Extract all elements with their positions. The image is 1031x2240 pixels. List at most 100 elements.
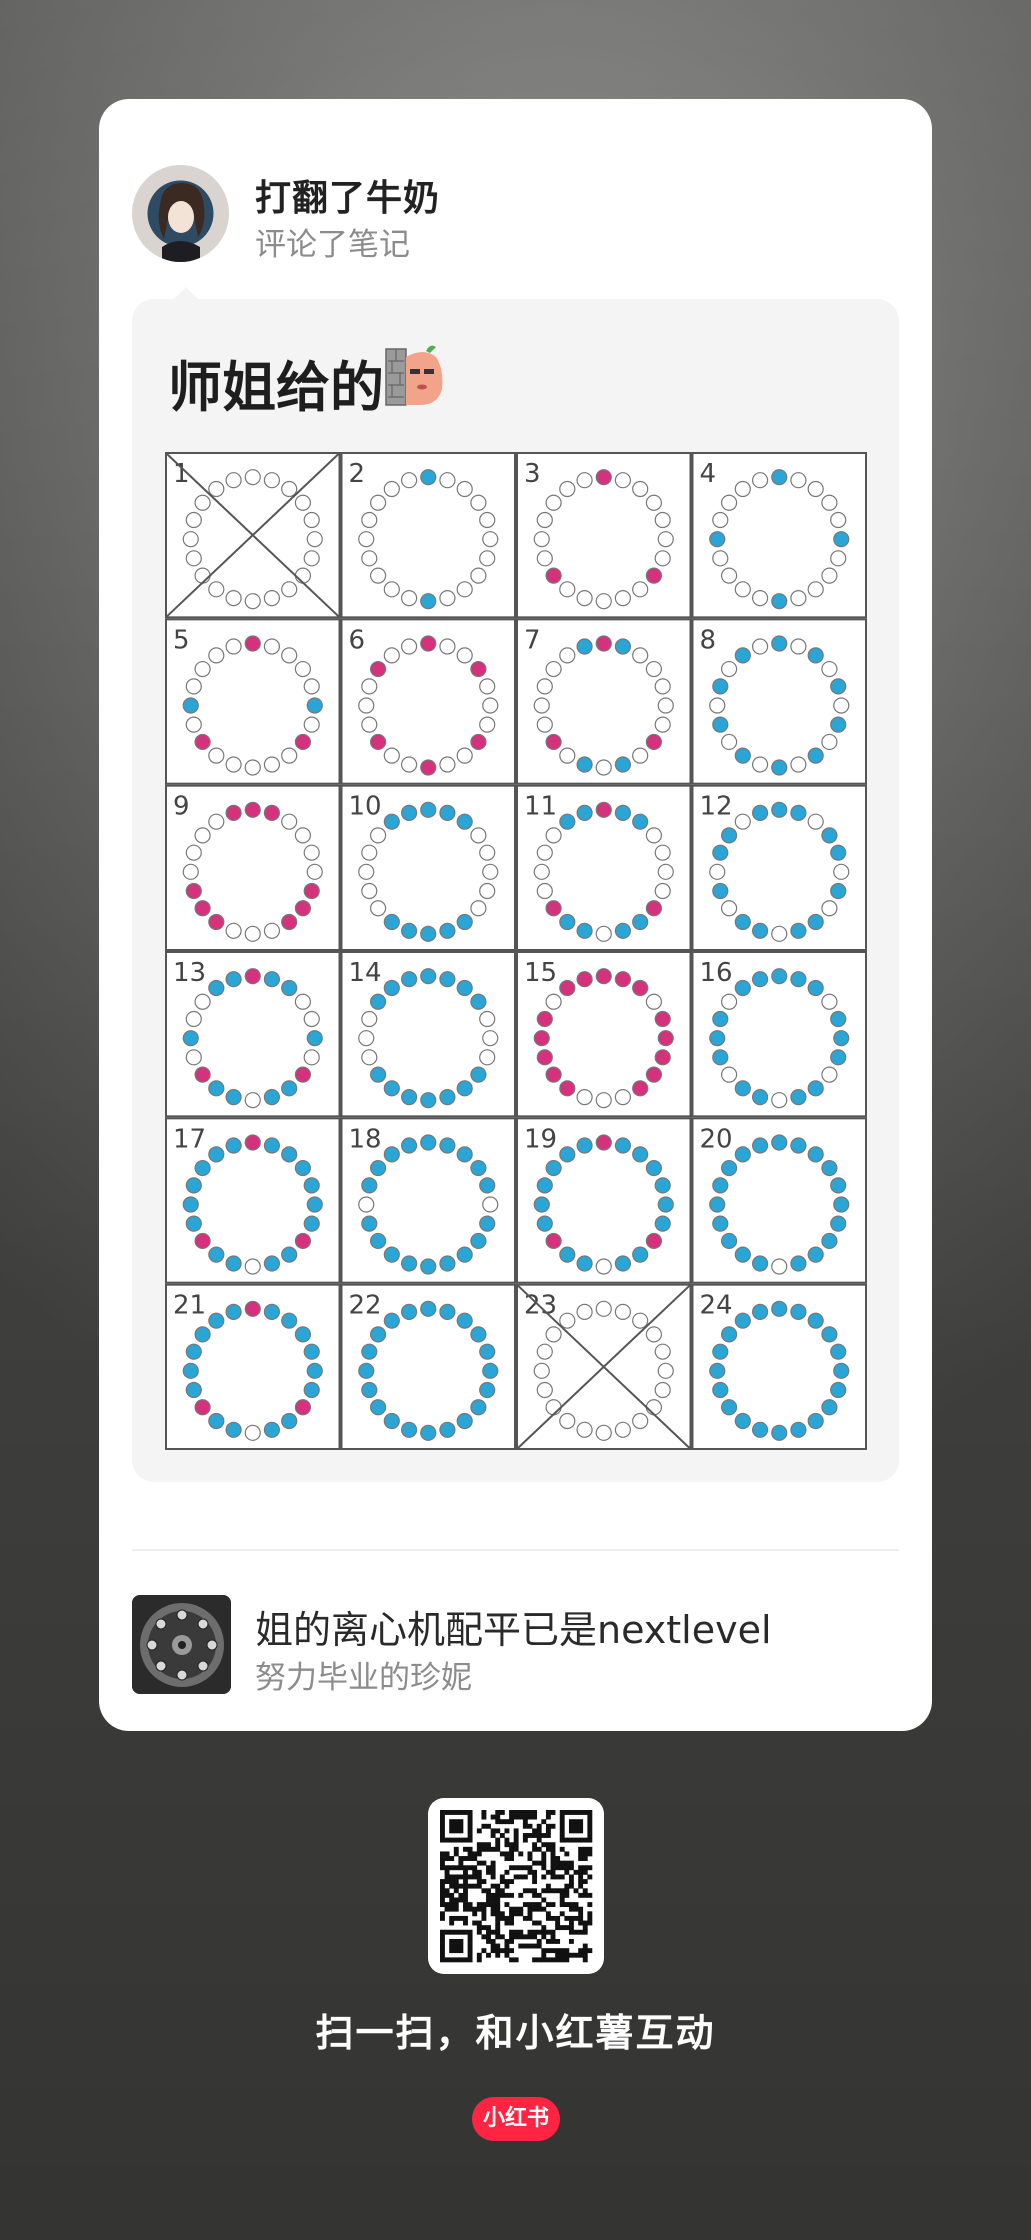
bead [369, 567, 387, 584]
bead [657, 863, 674, 880]
bead [821, 1399, 838, 1416]
bead [645, 1159, 663, 1177]
bead [185, 511, 202, 529]
bead [712, 882, 729, 900]
bead [479, 550, 496, 567]
bead [614, 1137, 632, 1154]
bead [645, 900, 663, 917]
bead [790, 1255, 807, 1272]
bead [654, 716, 671, 733]
bead [830, 1010, 847, 1028]
bead [185, 550, 202, 567]
grid-cell: 22 [340, 1283, 516, 1451]
bead [479, 511, 496, 529]
bead [536, 716, 553, 733]
bead [614, 1421, 632, 1438]
bead [383, 913, 400, 931]
note-thumbnail[interactable] [132, 1595, 231, 1694]
bead [821, 733, 838, 751]
bead [576, 590, 593, 607]
bead [595, 801, 612, 818]
bead [263, 590, 281, 607]
cell-number: 11 [524, 792, 557, 822]
bead [645, 1326, 663, 1343]
peeking-bean-sticker-icon [384, 343, 446, 407]
bead [420, 801, 437, 818]
bead [383, 1312, 400, 1329]
bead [830, 511, 847, 529]
user-avatar[interactable] [132, 165, 229, 262]
qr-code[interactable] [428, 1798, 604, 1974]
bead [281, 1312, 298, 1329]
bead [830, 882, 847, 900]
bead [545, 1159, 562, 1177]
bead [194, 494, 211, 511]
bead [482, 1362, 499, 1379]
bead [383, 647, 400, 664]
bead [712, 678, 729, 695]
bead [263, 971, 281, 988]
bead [709, 531, 726, 548]
note-title[interactable]: 姐的离心机配平已是nextlevel [255, 1608, 772, 1652]
bead [614, 638, 632, 655]
bead [536, 1381, 553, 1399]
bead [632, 813, 649, 830]
bead [632, 1146, 649, 1163]
cell-number: 1 [173, 459, 190, 489]
bead [807, 979, 824, 997]
bead [614, 1255, 632, 1272]
bubble-tail [174, 287, 198, 299]
bead [790, 590, 807, 607]
bead [751, 1255, 769, 1272]
bead [383, 979, 400, 997]
bead [654, 882, 671, 900]
bead [208, 581, 225, 598]
bead [734, 1146, 751, 1163]
bead [595, 1258, 612, 1275]
bead [533, 531, 550, 548]
bead [369, 1159, 387, 1177]
note-image-grid[interactable]: 123456789101112131415161718192021222324 [165, 452, 867, 1451]
bead [303, 1049, 320, 1066]
bead [225, 590, 242, 607]
bead [456, 1246, 473, 1263]
bead [303, 511, 320, 529]
bead [456, 813, 473, 830]
bead [771, 1258, 788, 1275]
bead [712, 1010, 729, 1028]
bead [807, 1412, 824, 1430]
bead [470, 1159, 487, 1177]
bead [383, 1412, 400, 1430]
bead [182, 697, 199, 714]
bead [559, 913, 576, 931]
bead [225, 472, 242, 489]
bead [712, 1177, 729, 1194]
cell-number: 6 [349, 625, 366, 655]
bead [383, 480, 400, 498]
bead [400, 756, 418, 773]
bead [420, 1092, 437, 1109]
bead [361, 1177, 378, 1194]
bead [244, 469, 261, 486]
bead [361, 511, 378, 529]
bead [645, 733, 663, 751]
bead [559, 813, 576, 830]
bead [632, 979, 649, 997]
bead [734, 581, 751, 598]
bead [751, 472, 769, 489]
bead [294, 827, 312, 844]
bead [281, 813, 298, 830]
bead [281, 480, 298, 498]
bead [595, 925, 612, 942]
bead [263, 922, 281, 939]
bead [821, 1159, 838, 1177]
cell-number: 20 [700, 1124, 733, 1154]
grid-cell: 13 [165, 951, 341, 1118]
bead [439, 1255, 456, 1272]
commenter-name[interactable]: 打翻了牛奶 [255, 178, 441, 219]
bead [456, 480, 473, 498]
bead [182, 531, 199, 548]
bead [470, 1066, 487, 1083]
grid-cell: 8 [691, 618, 867, 785]
bead [244, 1424, 261, 1441]
